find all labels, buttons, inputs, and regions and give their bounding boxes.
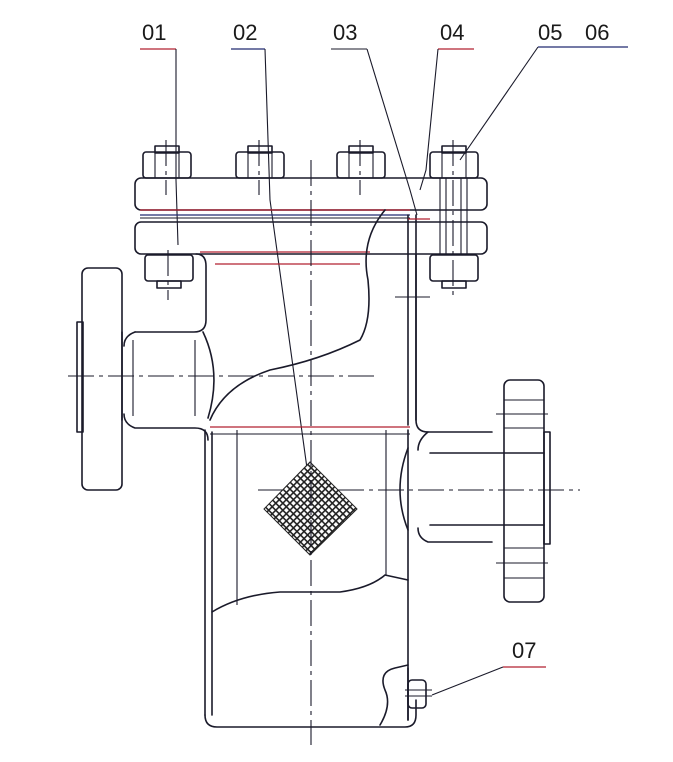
bolt-shaft-right: [439, 140, 468, 300]
svg-text:02: 02: [233, 20, 257, 45]
outlet-flange: [258, 379, 580, 603]
nut-1: [142, 140, 192, 195]
inlet-flange: [68, 267, 375, 491]
svg-text:05: 05: [538, 20, 562, 45]
svg-text:01: 01: [142, 20, 166, 45]
svg-text:04: 04: [440, 20, 464, 45]
nut-2: [235, 140, 285, 195]
callout-04: 04: [419, 20, 474, 191]
callout-01: 01: [140, 20, 179, 246]
callout-07: 07: [431, 638, 546, 696]
callout-05-06: 05 06: [459, 20, 628, 161]
strainer-body: [134, 209, 493, 728]
callout-03: 03: [331, 20, 418, 216]
svg-text:03: 03: [333, 20, 357, 45]
nut-3: [336, 140, 386, 195]
svg-text:06: 06: [585, 20, 609, 45]
nut-4: [429, 145, 479, 179]
svg-text:07: 07: [512, 638, 536, 663]
callout-02: 02: [231, 20, 311, 491]
bolts-bottom: [144, 250, 479, 300]
bolts-top: [142, 140, 479, 195]
mesh-screen: [263, 461, 358, 556]
